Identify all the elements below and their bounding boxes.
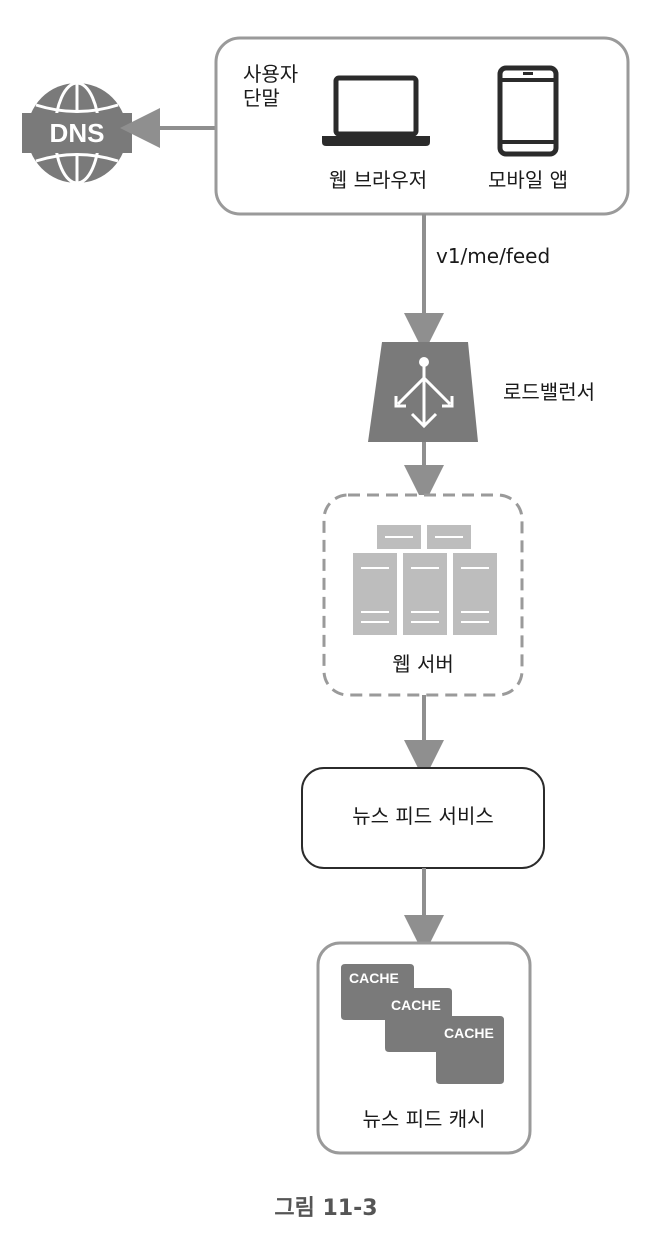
web-server-label: 웹 서버 <box>392 652 454 676</box>
news-feed-cache-label: 뉴스 피드 캐시 <box>362 1107 486 1131</box>
server-rack-icon <box>353 525 497 635</box>
load-balancer-icon <box>368 342 478 442</box>
cache-stack-icon <box>341 964 504 1084</box>
dns-label: DNS <box>49 117 105 148</box>
load-balancer-label: 로드밸런서 <box>503 380 595 404</box>
client-label-line1: 사용자 <box>243 62 299 86</box>
cache-label-2: CACHE <box>391 997 441 1013</box>
figure-caption: 그림 11-3 <box>274 1196 378 1221</box>
cache-label-3: CACHE <box>444 1025 494 1041</box>
mobile-app-label: 모바일 앱 <box>488 168 568 192</box>
client-label: 사용자 단말 <box>243 62 298 110</box>
cache-label-1: CACHE <box>349 970 399 986</box>
edge-label-endpoint: v1/me/feed <box>436 244 551 268</box>
client-label-line2: 단말 <box>243 86 280 110</box>
dns-icon <box>22 81 132 185</box>
laptop-icon <box>322 75 430 146</box>
tablet-icon <box>497 65 559 157</box>
news-feed-service-label: 뉴스 피드 서비스 <box>352 804 494 828</box>
browser-label: 웹 브라우저 <box>328 168 428 192</box>
